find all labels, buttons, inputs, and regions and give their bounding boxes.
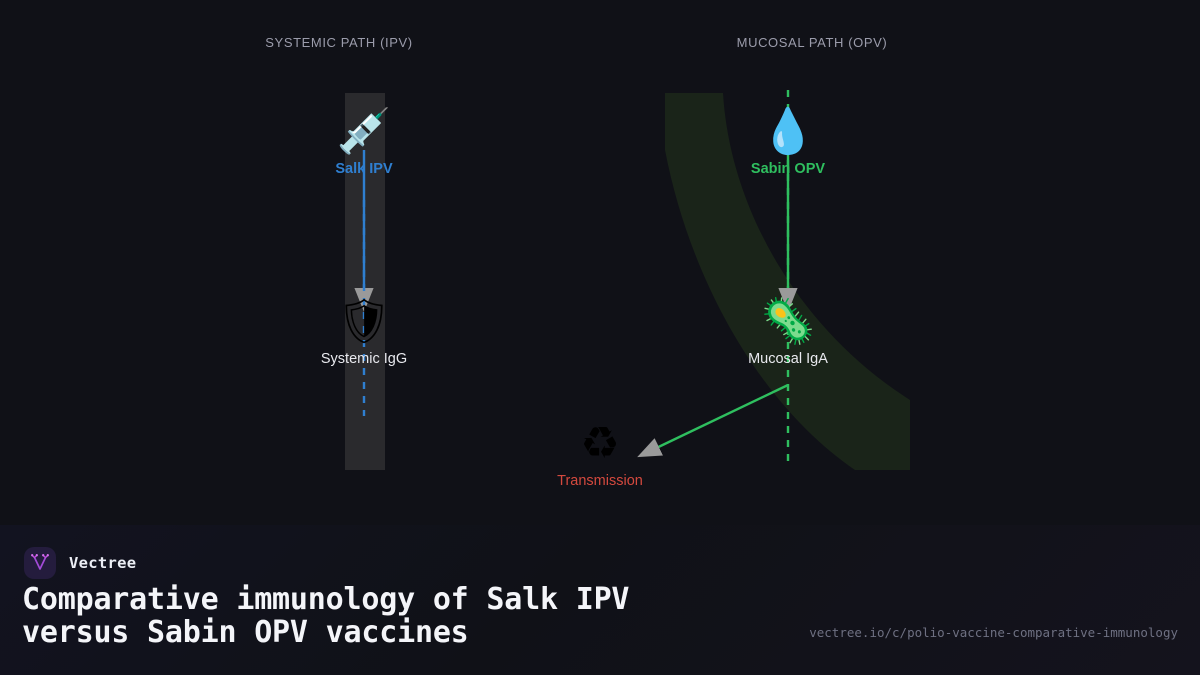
brand-name: Vectree (69, 554, 137, 572)
node-sabin-opv[interactable]: 💧 Sabin OPV (751, 106, 825, 178)
node-salk-ipv-label: Salk IPV (335, 161, 393, 177)
node-systemic-igg-label: Systemic IgG (320, 351, 408, 367)
column-header-systemic: SYSTEMIC PATH (IPV) (265, 35, 413, 50)
node-salk-ipv[interactable]: 💉 Salk IPV (335, 106, 392, 178)
node-sabin-opv-label: Sabin OPV (750, 161, 826, 177)
droplet-icon: 💧 (760, 107, 816, 156)
vectree-tree-logo-icon (24, 547, 56, 579)
footer-url: vectree.io/c/polio-vaccine-comparative-i… (809, 625, 1178, 640)
page-title: Comparative immunology of Salk IPV versu… (22, 582, 630, 650)
node-mucosal-iga[interactable]: 🦠 Mucosal IgA (748, 296, 828, 368)
diagram-canvas: SYSTEMIC PATH (IPV) MUCOSAL PATH (OPV) 💉… (265, 35, 910, 490)
node-mucosal-iga-label: Mucosal IgA (748, 351, 828, 367)
microbe-icon: 🦠 (760, 297, 816, 346)
syringe-icon: 💉 (336, 107, 392, 156)
shield-icon: 🛡 (336, 297, 392, 346)
node-systemic-igg[interactable]: 🛡 Systemic IgG (321, 296, 407, 368)
column-header-mucosal: MUCOSAL PATH (OPV) (736, 35, 888, 50)
node-transmission[interactable]: ♻ Transmission (557, 418, 643, 490)
diagram-svg (345, 90, 910, 470)
node-transmission-label: Transmission (557, 473, 643, 489)
edge-iga-to-transmission (637, 383, 789, 458)
footer-bar: Vectree Comparative immunology of Salk I… (0, 525, 1200, 675)
recycle-icon: ♻ (580, 419, 620, 468)
brand-row[interactable]: Vectree (24, 547, 136, 579)
